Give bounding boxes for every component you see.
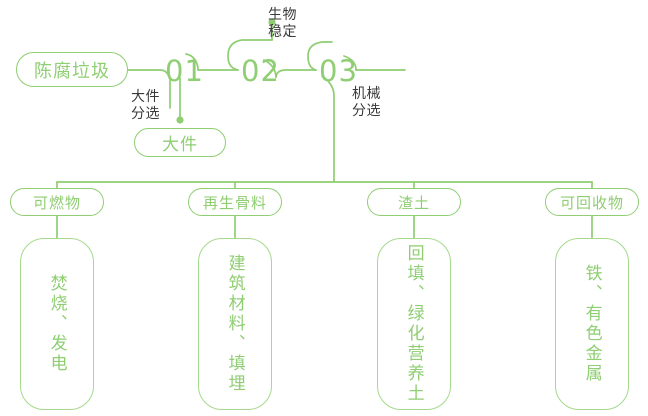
outcome-card-recycled-aggregate[interactable]: 建筑材料、填埋 [198, 238, 272, 410]
outcome-card-slag-soil-text: 回填、绿化营养土 [404, 244, 424, 404]
outcome-card-combustible-text: 焚烧、发电 [47, 274, 67, 374]
stage-annotation-bulky-sorting: 大件 分选 [131, 88, 160, 121]
category-pill-recycled-aggregate[interactable]: 再生骨料 [188, 188, 282, 216]
wire-stage03-tail [343, 55, 406, 71]
category-pill-slag-soil[interactable]: 渣土 [367, 188, 461, 216]
stage-annotation-biological-stabilization: 生物 稳定 [268, 6, 297, 39]
stage-number-01[interactable]: 01 [165, 54, 204, 88]
wire-stage03-upper-arc [307, 41, 333, 71]
category-pill-combustible[interactable]: 可燃物 [10, 188, 104, 216]
source-node-stale-waste[interactable]: 陈腐垃圾 [16, 52, 128, 87]
outcome-card-combustible[interactable]: 焚烧、发电 [20, 238, 94, 410]
outcome-card-recyclables-text: 铁、有色金属 [582, 264, 602, 384]
outcome-card-recycled-aggregate-text: 建筑材料、填埋 [225, 254, 245, 394]
outcome-card-recyclables[interactable]: 铁、有色金属 [555, 238, 629, 410]
stage-annotation-mechanical-sorting: 机械 分选 [352, 85, 381, 118]
endpoint-dot-bulky [176, 116, 184, 124]
outcome-card-slag-soil[interactable]: 回填、绿化营养土 [377, 238, 451, 410]
wire-stage01-to-stage02 [185, 53, 239, 71]
endpoint-dot-bio [268, 18, 276, 26]
wire-stage03-trunk [321, 75, 335, 183]
category-pill-recyclables[interactable]: 可回收物 [545, 188, 639, 216]
stage-number-03[interactable]: 03 [319, 54, 358, 88]
wire-stage01-lower-hook [159, 69, 171, 99]
output-node-bulky[interactable]: 大件 [134, 128, 226, 157]
wire-stage02-to-stage03 [263, 59, 317, 79]
stage-number-02[interactable]: 02 [241, 54, 280, 88]
wire-stage02-upper-arc [227, 39, 273, 71]
